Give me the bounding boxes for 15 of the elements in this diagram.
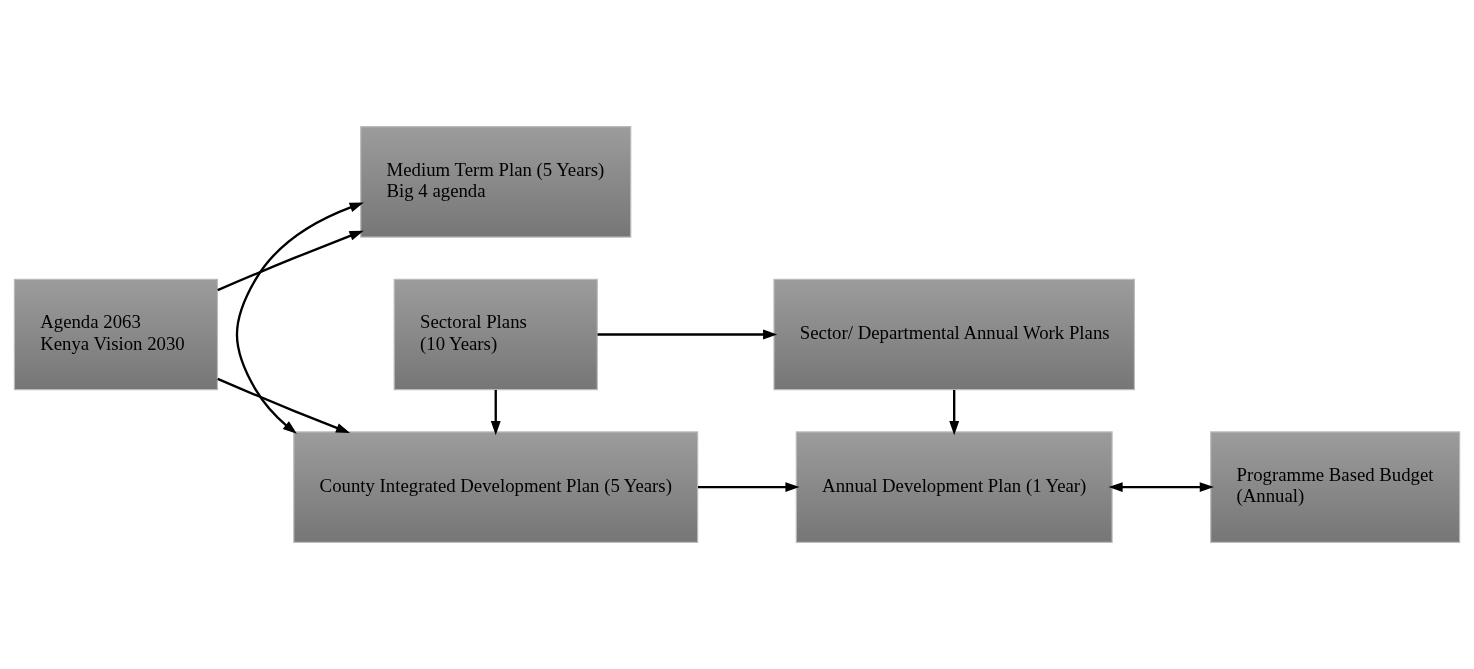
node-box: Medium Term Plan (5 Years) Big 4 agenda <box>360 126 632 238</box>
arrow <box>235 202 364 434</box>
arrow <box>597 329 778 340</box>
node-box: County Integrated Development Plan (5 Years) <box>293 431 699 543</box>
node-box: Sectoral Plans (10 Years) <box>393 278 598 391</box>
arrow <box>217 230 364 292</box>
node-box: Agenda 2063 Kenya Vision 2030 <box>13 278 219 391</box>
node-box: Annual Development Plan (1 Year) <box>795 431 1113 543</box>
node-box: Sector/ Departmental Annual Work Plans <box>773 278 1135 391</box>
arrow <box>217 377 351 434</box>
node-box: Programme Based Budget (Annual) <box>1210 431 1461 543</box>
arrow <box>949 389 960 436</box>
arrow <box>697 482 800 493</box>
arrow <box>1108 482 1214 493</box>
arrow <box>490 389 501 436</box>
